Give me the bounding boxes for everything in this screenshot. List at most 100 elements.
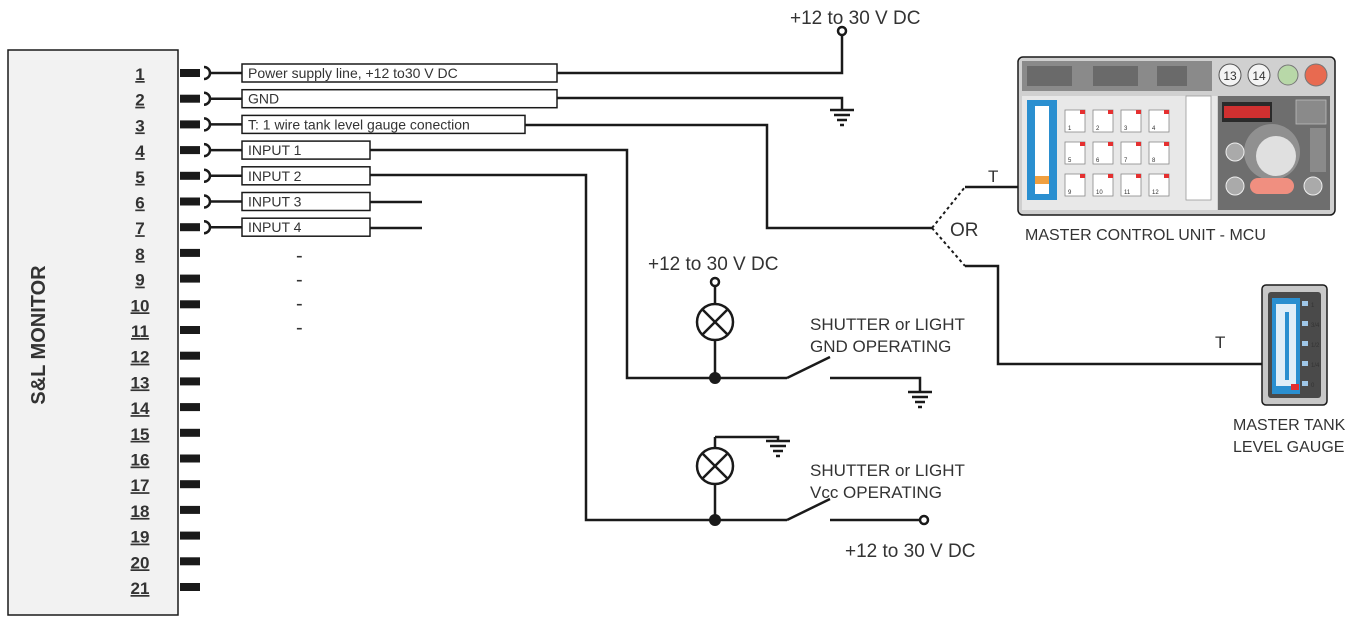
mcu-key-label: 6 <box>1096 158 1100 164</box>
pin-socket <box>203 142 212 158</box>
pin-connector <box>180 480 200 489</box>
mcu-key-led <box>1080 142 1085 146</box>
supply-terminals <box>709 25 930 526</box>
dash: - <box>296 317 303 339</box>
pin-socket <box>203 194 212 209</box>
pin-connector <box>180 197 200 206</box>
mcu-key-led <box>1108 142 1113 146</box>
mcu-round-button-label: 14 <box>1252 69 1266 83</box>
dash: - <box>296 245 303 267</box>
mcu-key-led <box>1080 110 1085 114</box>
pin-socket <box>203 65 212 81</box>
pin-connector <box>180 454 200 463</box>
mcu-status-icon <box>1277 64 1299 86</box>
wire-label: T: 1 wire tank level gauge conection <box>248 116 470 132</box>
lamp2-gnd <box>715 435 780 441</box>
pin-number: 10 <box>131 296 150 315</box>
or-dotted-lines <box>931 186 966 267</box>
gauge-scale-label: 0 <box>1311 383 1315 389</box>
pin-connector <box>180 377 200 386</box>
pin-number: 16 <box>131 451 150 470</box>
pin-number: 13 <box>131 373 150 392</box>
pin-number: 5 <box>135 168 144 187</box>
pin-number: 20 <box>131 553 150 572</box>
pin-connector <box>180 351 200 360</box>
mcu-key-label: 8 <box>1152 158 1156 164</box>
mcu-key <box>1092 141 1114 165</box>
mcu-key-led <box>1164 142 1169 146</box>
switch2-label-2: Vcc OPERATING <box>810 483 942 502</box>
terminal-switch2 <box>918 514 930 526</box>
mcu-key-led <box>1080 174 1085 178</box>
pin-connector <box>180 120 200 129</box>
mcu-key <box>1064 141 1086 165</box>
pin-number: 6 <box>135 194 144 213</box>
pin-number: 9 <box>135 271 144 290</box>
pin-connector <box>180 274 200 283</box>
lamp1-icon <box>695 302 735 342</box>
supply-switch2-label: +12 to 30 V DC <box>845 541 975 562</box>
pin-number: 7 <box>135 219 144 238</box>
terminal-lamp1 <box>709 276 721 288</box>
mcu-key-label: 7 <box>1124 158 1128 164</box>
mcu-key-label: 11 <box>1124 190 1131 196</box>
gauge-device: 13/41/21/40 <box>1261 284 1328 406</box>
junction-dots <box>709 372 721 526</box>
pin-number: 17 <box>131 476 150 495</box>
more-inputs-dashes: ---- <box>296 245 303 339</box>
mcu-key-label: 10 <box>1096 190 1103 196</box>
wire-power <box>557 36 844 75</box>
pin-connector <box>180 326 200 334</box>
mcu-key <box>1120 173 1142 197</box>
mcu-key-label: 5 <box>1068 158 1072 164</box>
pin-connector <box>180 403 200 412</box>
mcu-key <box>1148 173 1170 197</box>
wire-input1 <box>370 148 787 380</box>
pin-connector <box>180 505 200 514</box>
gauge-scale-label: 1 <box>1311 303 1315 309</box>
wire-label: GND <box>248 91 279 107</box>
mcu-key <box>1120 109 1142 133</box>
pin-number: 12 <box>131 348 150 367</box>
mcu-key-label: 12 <box>1152 190 1159 196</box>
monitor-box <box>7 49 179 616</box>
mcu-key-led <box>1164 174 1169 178</box>
pin-connector <box>180 583 200 591</box>
pin-connector <box>180 300 200 309</box>
switch2-blade <box>786 497 831 522</box>
mcu-key-led <box>1108 174 1113 178</box>
pin-number: 21 <box>131 579 150 598</box>
wire-label: INPUT 4 <box>248 219 302 235</box>
wire-gnd <box>557 96 844 110</box>
gauge-led <box>1302 341 1308 346</box>
wire-label: INPUT 2 <box>248 168 302 184</box>
pin-connector <box>180 69 200 77</box>
gauge-scale-label: 1/4 <box>1311 363 1320 369</box>
pin-number: 1 <box>135 65 144 84</box>
mcu-key-led <box>1136 142 1141 146</box>
mcu-key <box>1064 173 1086 197</box>
mcu-key <box>1148 109 1170 133</box>
wire-label-box <box>241 88 558 109</box>
pin-number: 4 <box>135 142 145 161</box>
wire-t <box>525 123 932 230</box>
terminal-top <box>836 25 848 37</box>
mcu-key-label: 9 <box>1068 190 1072 196</box>
mcu-key-led <box>1136 174 1141 178</box>
pin-connector <box>180 94 200 103</box>
monitor-title: S&L MONITOR <box>28 265 50 405</box>
ground-icon <box>830 108 854 127</box>
wire-t-gauge <box>965 264 1262 366</box>
dash: - <box>296 269 303 291</box>
gauge-led <box>1302 381 1308 386</box>
mcu-key <box>1092 109 1114 133</box>
gauge-led <box>1302 301 1308 306</box>
pin-connector <box>180 248 200 257</box>
mcu-key-label: 1 <box>1068 126 1072 132</box>
or-label: OR <box>950 220 979 241</box>
pin-number: 11 <box>131 322 149 341</box>
ground-icon <box>908 390 932 409</box>
mcu-key-led <box>1136 110 1141 114</box>
